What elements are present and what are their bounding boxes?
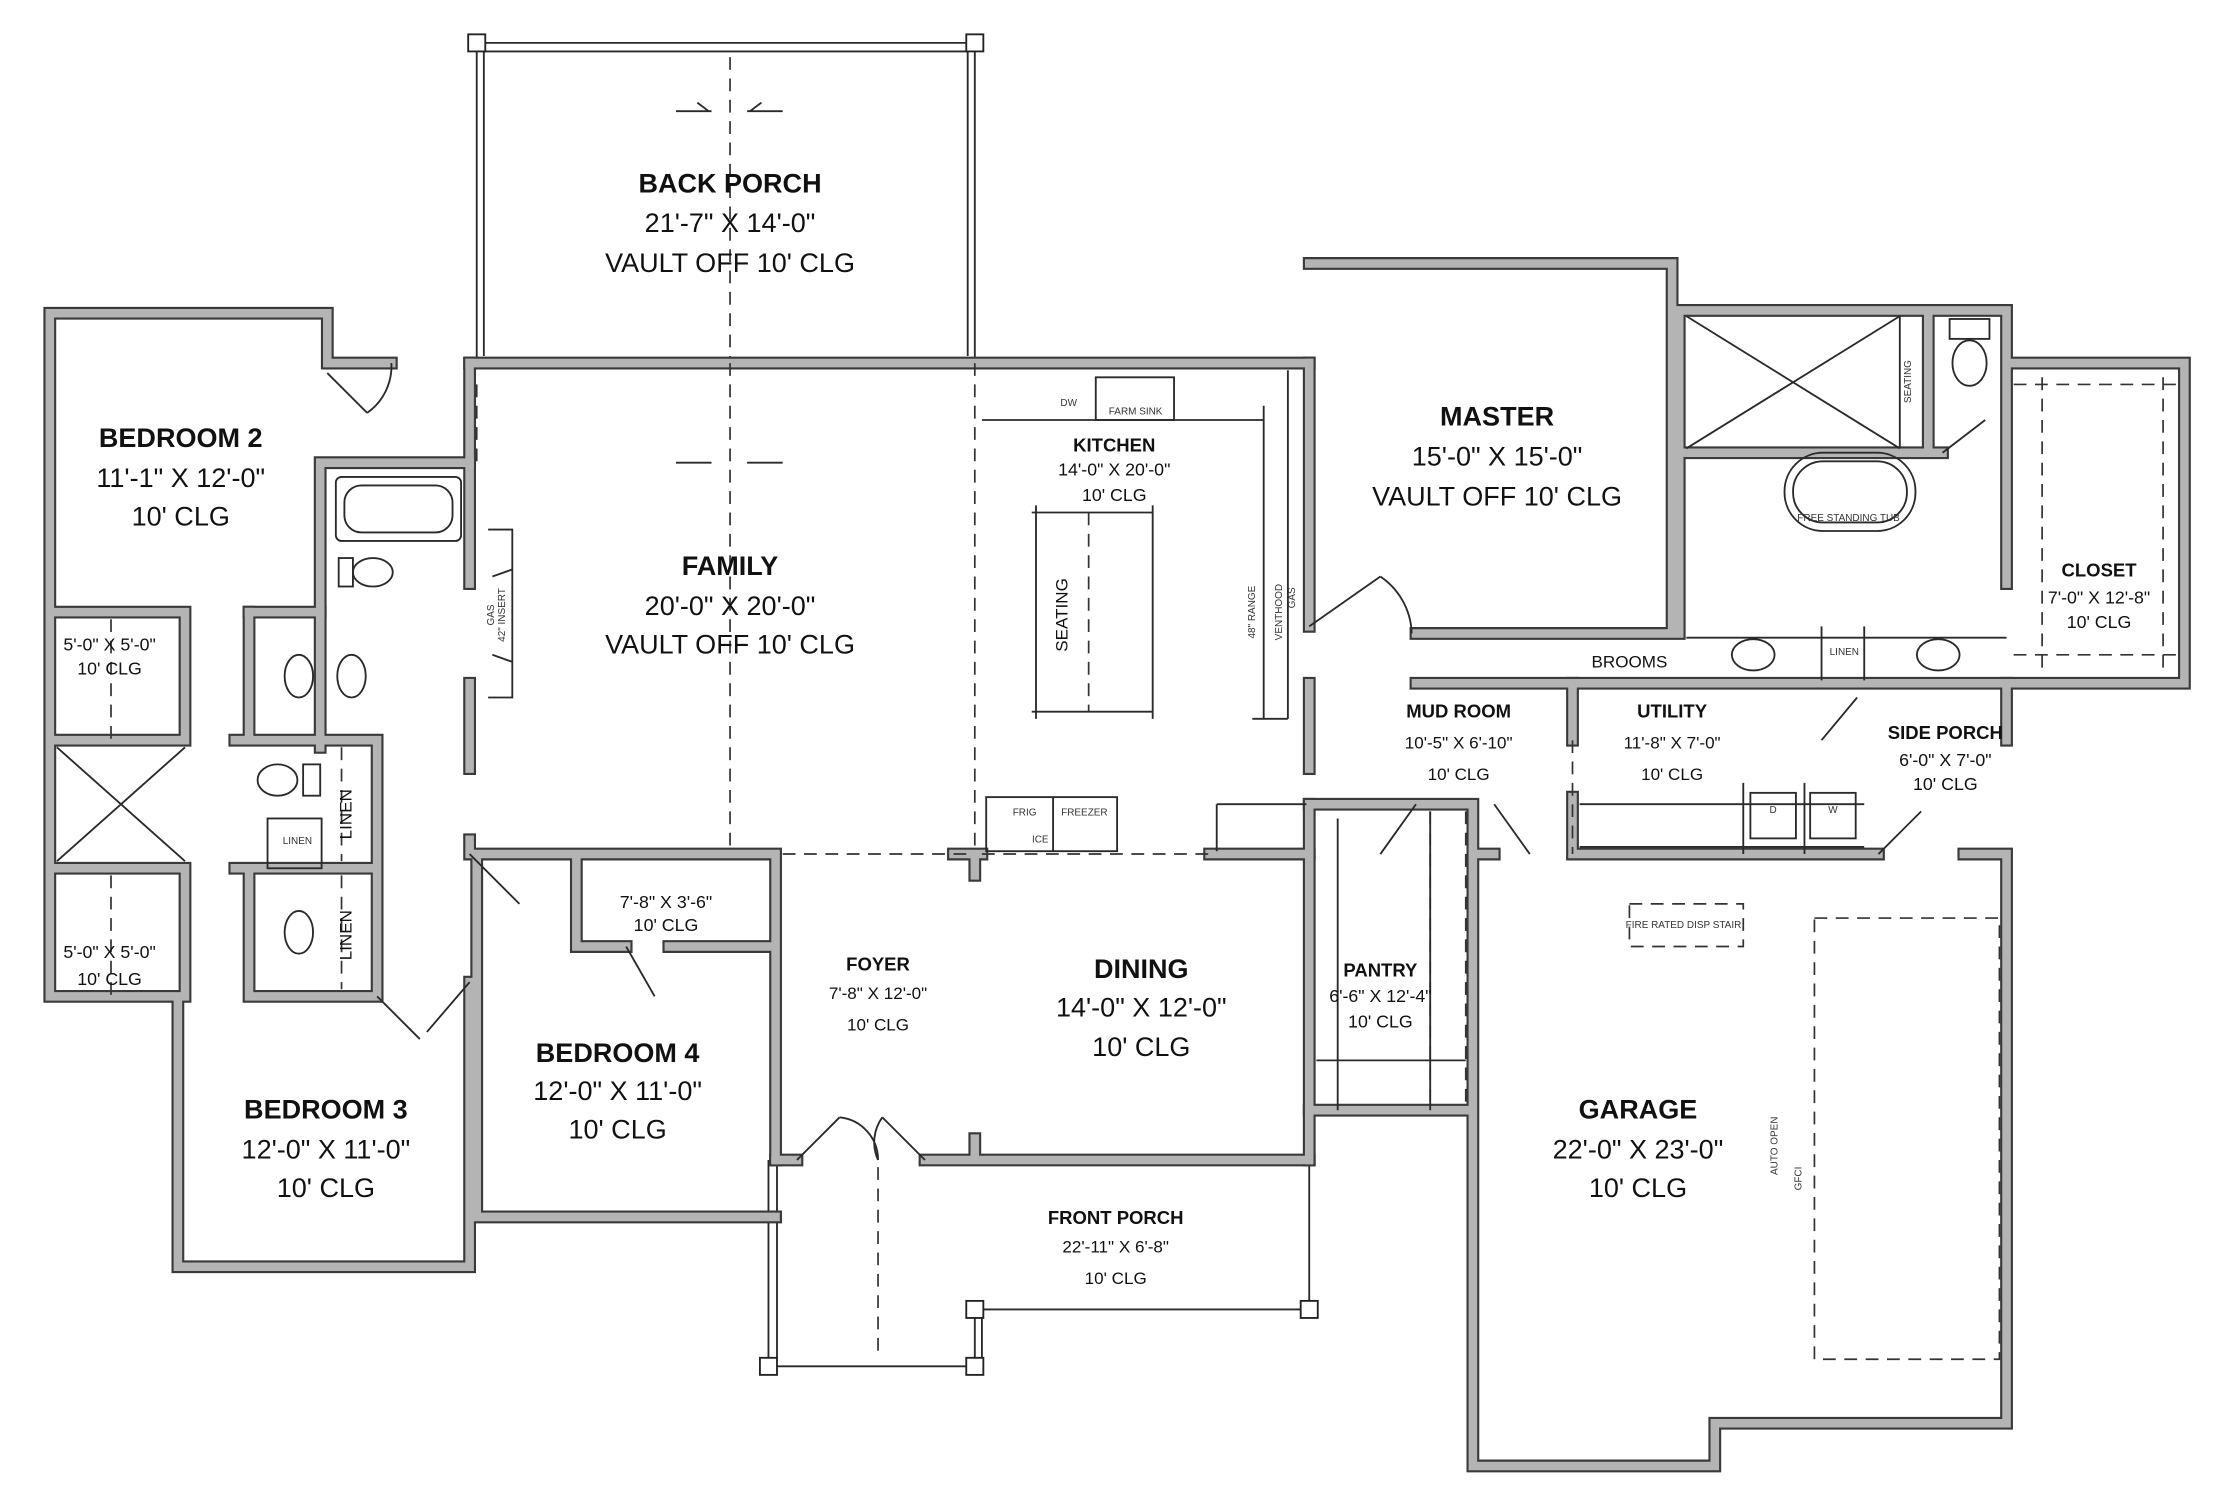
back-porch-ceiling: VAULT OFF 10' CLG: [605, 248, 855, 278]
freezer-label: FREEZER: [1061, 808, 1107, 819]
range-gas-label: GAS: [1287, 587, 1298, 608]
farm-sink-label: FARM SINK: [1109, 406, 1163, 417]
utility-size: 11'-8" X 7'-0": [1624, 734, 1721, 753]
bedroom-2-name: BEDROOM 2: [99, 423, 263, 453]
washer-label: W: [1828, 805, 1838, 816]
ice-label: ICE: [1032, 835, 1049, 846]
dining-ceiling: 10' CLG: [1092, 1032, 1190, 1062]
closet-bed3-ceiling: 10' CLG: [77, 969, 142, 989]
master-ceiling: VAULT OFF 10' CLG: [1372, 481, 1622, 511]
fridge-label: FRIG: [1013, 808, 1037, 819]
garage-ceiling: 10' CLG: [1589, 1173, 1687, 1203]
island-seating-label: SEATING: [1052, 578, 1071, 652]
pantry-name: PANTRY: [1343, 959, 1418, 980]
side-porch-ceiling: 10' CLG: [1913, 774, 1978, 794]
foyer-size: 7'-8" X 12'-0": [829, 984, 927, 1003]
bedroom-3-ceiling: 10' CLG: [277, 1173, 375, 1203]
pantry-size: 6'-6" X 12'-4": [1329, 986, 1431, 1006]
dryer-label: D: [1770, 805, 1777, 816]
bedroom-4-size: 12'-0" X 11'-0": [533, 1076, 702, 1106]
side-porch-size: 6'-0" X 7'-0": [1899, 750, 1991, 770]
brooms-label: BROOMS: [1592, 653, 1668, 672]
linen-hall-2-label: LINEN: [336, 910, 355, 960]
utility-name: UTILITY: [1637, 700, 1708, 721]
kitchen-size: 14'-0" X 20'-0": [1058, 459, 1170, 479]
venthood-label: VENTHOOD: [1274, 584, 1285, 640]
fireplace-gas-label: GAS: [486, 604, 497, 625]
foyer-ceiling: 10' CLG: [847, 1015, 909, 1034]
bedroom-3-name: BEDROOM 3: [244, 1095, 408, 1125]
tub-label: FREE STANDING TUB: [1797, 513, 1900, 524]
family-size: 20'-0" X 20'-0": [645, 591, 816, 621]
linen-hall-1-label: LINEN: [336, 789, 355, 839]
dining-name: DINING: [1094, 954, 1189, 984]
kitchen-ceiling: 10' CLG: [1082, 485, 1147, 505]
dishwasher-label: DW: [1060, 398, 1077, 409]
closet-bed3-size: 5'-0" X 5'-0": [63, 942, 155, 962]
bedroom-4-name: BEDROOM 4: [536, 1038, 700, 1068]
garage-size: 22'-0" X 23'-0": [1553, 1135, 1724, 1165]
front-porch-outline: [758, 1160, 1319, 1376]
auto-open-label: AUTO OPEN: [1769, 1117, 1780, 1175]
back-porch-size: 21'-7" X 14'-0": [645, 208, 816, 238]
closet-ceiling: 10' CLG: [2067, 612, 2132, 632]
master-name: MASTER: [1440, 402, 1554, 432]
closet-bed4-ceiling: 10' CLG: [634, 915, 699, 935]
front-porch-name: FRONT PORCH: [1048, 1207, 1184, 1228]
closet-bed2-ceiling: 10' CLG: [77, 659, 142, 679]
closet-name: CLOSET: [2062, 560, 2138, 581]
back-porch-outline: [467, 33, 985, 464]
plan-details: [56, 315, 2178, 1361]
room-labels: BACK PORCH 21'-7" X 14'-0" VAULT OFF 10' C…: [63, 168, 2150, 1288]
master-size: 15'-0" X 15'-0": [1412, 442, 1583, 472]
linen-bath-label: LINEN: [283, 836, 312, 847]
garage-name: GARAGE: [1579, 1095, 1698, 1125]
gfci-label: GFCI: [1794, 1167, 1805, 1191]
foyer-name: FOYER: [846, 954, 910, 975]
fireplace-insert-label: 42" INSERT: [497, 588, 508, 642]
family-ceiling: VAULT OFF 10' CLG: [605, 629, 855, 659]
closet-bed2-size: 5'-0" X 5'-0": [63, 635, 155, 655]
bedroom-3-size: 12'-0" X 11'-0": [242, 1135, 411, 1165]
front-porch-ceiling: 10' CLG: [1085, 1269, 1147, 1288]
bedroom-4-ceiling: 10' CLG: [568, 1115, 666, 1145]
linen-master-label: LINEN: [1830, 647, 1859, 658]
family-name: FAMILY: [682, 551, 779, 581]
dining-size: 14'-0" X 12'-0": [1056, 992, 1227, 1022]
mud-room-ceiling: 10' CLG: [1428, 765, 1490, 784]
kitchen-name: KITCHEN: [1073, 434, 1155, 455]
closet-size: 7'-0" X 12'-8": [2048, 588, 2150, 608]
front-porch-size: 22'-11" X 6'-8": [1062, 1237, 1169, 1256]
bedroom-2-ceiling: 10' CLG: [132, 501, 230, 531]
utility-ceiling: 10' CLG: [1641, 765, 1703, 784]
back-porch-name: BACK PORCH: [638, 168, 821, 198]
mud-room-name: MUD ROOM: [1406, 700, 1511, 721]
pantry-ceiling: 10' CLG: [1348, 1012, 1413, 1032]
closet-bed4-size: 7'-8" X 3'-6": [620, 892, 712, 912]
stair-label: FIRE RATED DISP STAIR: [1626, 920, 1742, 931]
range-label: 48" RANGE: [1247, 585, 1258, 638]
bedroom-2-size: 11'-1" X 12'-0": [96, 463, 265, 493]
side-porch-name: SIDE PORCH: [1888, 722, 2003, 743]
mud-room-size: 10'-5" X 6'-10": [1405, 734, 1513, 753]
shower-seating-label: SEATING: [1903, 360, 1914, 403]
